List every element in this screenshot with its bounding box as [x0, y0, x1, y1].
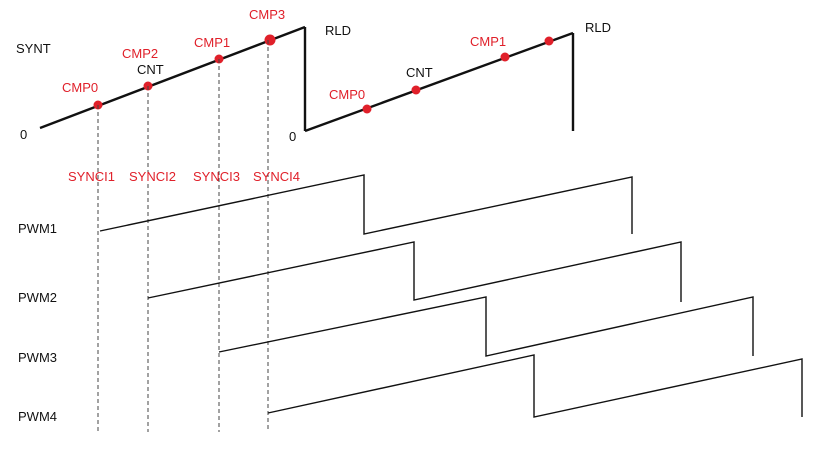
pwm1-line	[99, 174, 633, 235]
synt-ramp-2	[304, 31, 574, 133]
pwm2-line	[147, 241, 682, 302]
cmp0-point-2	[362, 104, 372, 114]
rld-left-label: RLD	[325, 23, 351, 38]
cmp2-left-label: CMP2	[122, 46, 158, 61]
cmp1-left-label: CMP1	[194, 35, 230, 50]
synt-markers	[93, 34, 554, 114]
pwm4-waveform	[267, 354, 803, 418]
cmp1-right-label: CMP1	[470, 34, 506, 49]
pwm1-label: PWM1	[18, 221, 57, 236]
zero-right-label: 0	[289, 129, 296, 144]
cmp-point-2-end	[544, 36, 554, 46]
cmp1-point-2	[500, 52, 510, 62]
pwm3-line	[218, 296, 754, 357]
cmp3-left-label: CMP3	[249, 7, 285, 22]
pwm3-waveform	[218, 296, 754, 357]
pwm2-waveform	[147, 241, 682, 302]
cnt-left-label: CNT	[137, 62, 164, 77]
cmp0-left-label: CMP0	[62, 80, 98, 95]
pwm1-waveform	[99, 174, 633, 235]
pwm4-label: PWM4	[18, 409, 57, 424]
synci4-label: SYNCI4	[253, 169, 300, 184]
pwm3-label: PWM3	[18, 350, 57, 365]
pwm4-line	[267, 354, 803, 418]
synci1-label: SYNCI1	[68, 169, 115, 184]
synci2-label: SYNCI2	[129, 169, 176, 184]
synt-label: SYNT	[16, 41, 51, 56]
synci3-label: SYNCI3	[193, 169, 240, 184]
cmp0-right-label: CMP0	[329, 87, 365, 102]
cnt-right-label: CNT	[406, 65, 433, 80]
synt-counter-waveform	[39, 25, 575, 133]
cmp3-point	[264, 34, 276, 46]
zero-left-label: 0	[20, 127, 27, 142]
rld-right-label: RLD	[585, 20, 611, 35]
sync-dashed-lines	[97, 40, 269, 432]
synt-ramp-1	[39, 25, 306, 130]
cnt-point-2	[411, 85, 421, 95]
pwm2-label: PWM2	[18, 290, 57, 305]
